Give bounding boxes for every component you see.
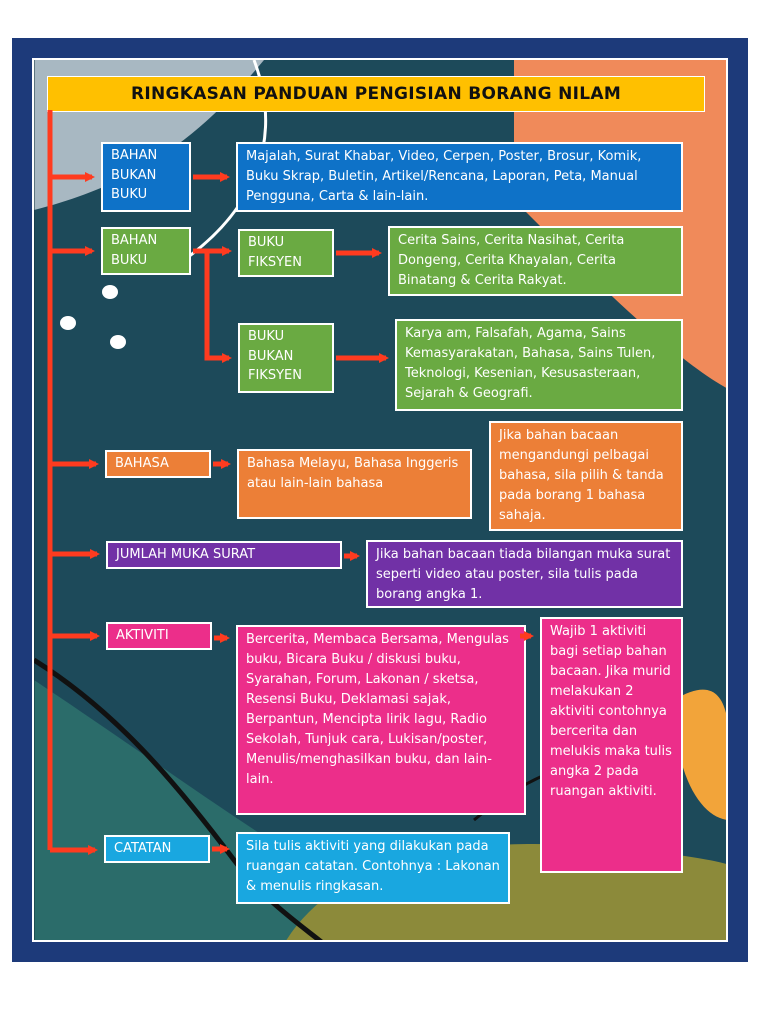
decorative-dot — [102, 285, 118, 299]
label-bahan-buku: BAHAN BUKU — [101, 227, 191, 275]
note-bahasa: Jika bahan bacaan mengandungi pelbagai b… — [489, 421, 683, 531]
label-bahan-bukan-buku: BAHAN BUKAN BUKU — [101, 142, 191, 212]
label-jumlah-muka-surat: JUMLAH MUKA SURAT — [106, 541, 342, 569]
decorative-dot — [110, 335, 126, 349]
desc-aktiviti: Bercerita, Membaca Bersama, Mengulas buk… — [236, 625, 526, 815]
decorative-dot — [60, 316, 76, 330]
desc-catatan: Sila tulis aktiviti yang dilakukan pada … — [236, 832, 510, 904]
page-title: RINGKASAN PANDUAN PENGISIAN BORANG NILAM — [47, 76, 705, 112]
label-buku-bukan-fiksyen: BUKU BUKAN FIKSYEN — [238, 323, 334, 393]
label-buku-fiksyen: BUKU FIKSYEN — [238, 229, 334, 277]
desc-buku-fiksyen: Cerita Sains, Cerita Nasihat, Cerita Don… — [388, 226, 683, 296]
desc-jumlah-muka-surat: Jika bahan bacaan tiada bilangan muka su… — [366, 540, 683, 608]
desc-bahasa: Bahasa Melayu, Bahasa Inggeris atau lain… — [237, 449, 472, 519]
note-aktiviti: Wajib 1 aktiviti bagi setiap bahan bacaa… — [540, 617, 683, 873]
label-aktiviti: AKTIVITI — [106, 622, 212, 650]
label-catatan: CATATAN — [104, 835, 210, 863]
desc-buku-bukan-fiksyen: Karya am, Falsafah, Agama, Sains Kemasya… — [395, 319, 683, 411]
label-bahasa: BAHASA — [105, 450, 211, 478]
desc-bahan-bukan-buku: Majalah, Surat Khabar, Video, Cerpen, Po… — [236, 142, 683, 212]
